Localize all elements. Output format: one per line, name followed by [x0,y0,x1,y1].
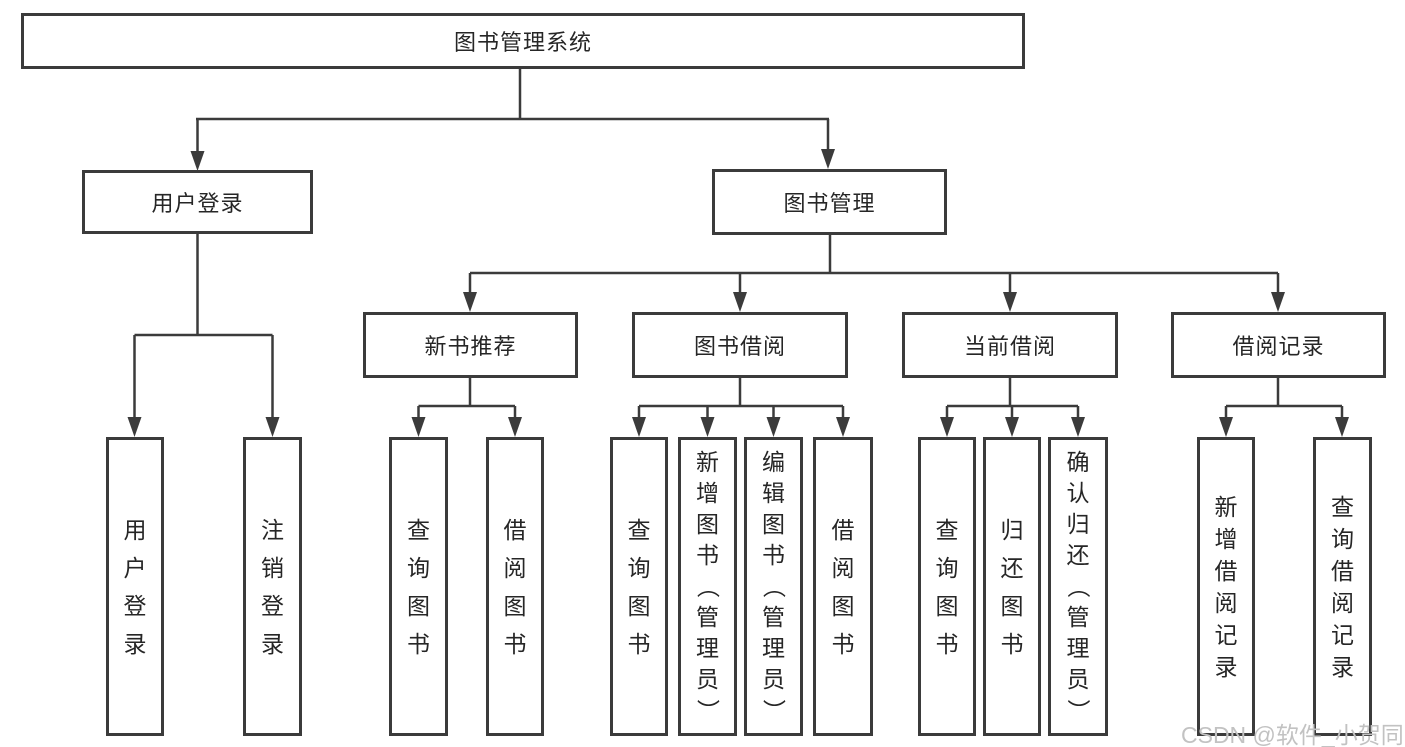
arrowhead-icon [940,417,954,437]
current-to-leaves-lines [945,377,1080,421]
arrowhead-icon [766,417,781,437]
leaf-label: 归还图书 [1000,516,1024,657]
leaf-label: 新增图书（管理员） [695,449,721,722]
node-label: 图书管理系统 [453,30,592,55]
leaf-query-borrow-record: 查询借阅记录 [1313,437,1372,736]
arrowhead-icon [1219,417,1233,437]
node-user-login: 用户登录 [82,170,313,234]
root-to-level2-lines [196,68,830,154]
arrowhead-icon [127,417,142,437]
leaf-label: 借阅图书 [503,516,527,657]
node-label: 用户登录 [151,191,244,216]
arrowhead-icon [733,292,747,312]
node-library-management-system: 图书管理系统 [21,13,1025,69]
leaf-label: 查询图书 [935,516,959,657]
node-label: 当前借阅 [963,334,1056,359]
leaf-borrow-books: 借阅图书 [486,437,544,736]
node-new-book-recommendation: 新书推荐 [363,312,578,378]
arrowhead-icon [700,417,715,437]
arrowhead-icon [1071,417,1085,437]
arrowhead-icon [1271,292,1285,312]
leaf-return-books: 归还图书 [983,437,1041,736]
arrowhead-icon [1003,292,1017,312]
arrowhead-icon [508,417,522,437]
leaf-label: 编辑图书（管理员） [761,449,787,722]
leaf-label: 查询图书 [407,516,430,657]
leaf-label: 查询借阅记录 [1331,493,1354,680]
leaf-user-login: 用户登录 [106,437,164,736]
arrowhead-icon [463,292,477,312]
node-label: 新书推荐 [424,334,517,359]
records-to-leaves-lines [1224,377,1344,421]
arrowhead-icon [632,417,646,437]
arrowhead-icon [821,149,835,169]
node-current-borrowing: 当前借阅 [902,312,1118,378]
connector-lines [133,68,1344,421]
leaf-add-books-admin: 新增图书（管理员） [678,437,737,736]
borrow-to-leaves-lines [637,377,845,421]
leaf-logout: 注销登录 [243,437,302,736]
arrowheads [127,149,1349,437]
bookmgmt-to-level3-lines [468,235,1280,296]
leaf-label: 用户登录 [123,516,147,657]
leaf-label: 注销登录 [261,516,284,657]
leaf-add-borrow-record: 新增借阅记录 [1197,437,1255,736]
leaf-borrow-books: 借阅图书 [813,437,873,736]
leaf-query-books: 查询图书 [610,437,668,736]
arrowhead-icon [1335,417,1349,437]
leaf-query-books: 查询图书 [389,437,448,736]
node-label: 图书借阅 [693,334,786,359]
arrowhead-icon [190,151,205,171]
leaf-query-books: 查询图书 [918,437,976,736]
leaf-label: 查询图书 [627,516,651,657]
node-book-management: 图书管理 [712,169,947,235]
userlogin-to-leaves-lines [133,233,274,421]
arrowhead-icon [411,417,426,437]
leaf-label: 借阅图书 [831,516,855,657]
leaf-confirm-return-admin: 确认归还（管理员） [1048,437,1108,736]
node-label: 图书管理 [783,191,876,216]
arrowhead-icon [836,417,850,437]
leaf-label: 新增借阅记录 [1214,493,1238,680]
csdn-watermark: CSDN @软件_小贺同学 [1181,722,1405,747]
node-borrowing-records: 借阅记录 [1171,312,1386,378]
newbook-to-leaves-lines [417,377,517,421]
node-book-borrowing: 图书借阅 [632,312,848,378]
arrowhead-icon [1005,417,1019,437]
arrowhead-icon [265,417,280,437]
leaf-label: 确认归还（管理员） [1065,449,1092,722]
leaf-edit-books-admin: 编辑图书（管理员） [744,437,803,736]
node-label: 借阅记录 [1232,334,1325,359]
